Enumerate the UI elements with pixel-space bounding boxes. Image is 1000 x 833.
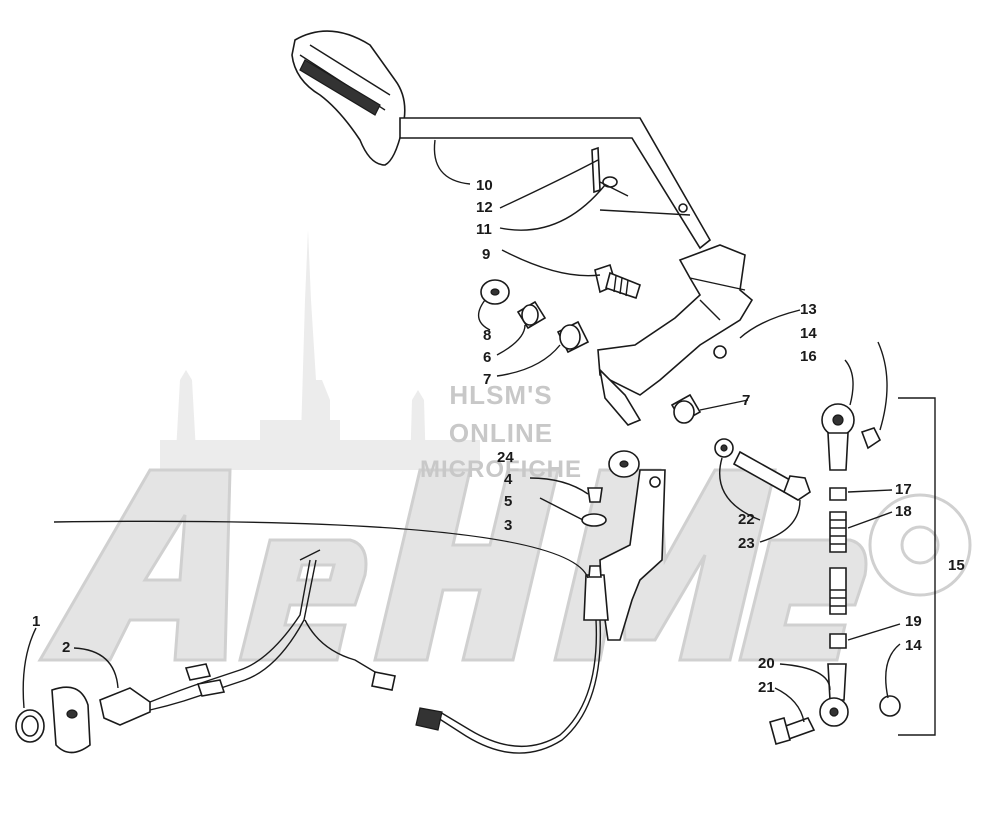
- callout-labels: 1 2 3 4 5 6 7 7 8 9 10 11 12 13 14 14 15…: [32, 177, 965, 696]
- watermark-line3: MICROFICHE: [420, 456, 582, 483]
- brake-switch-harness: [15, 549, 396, 754]
- brake-lever-handle: [291, 30, 712, 250]
- lever-bracket: [597, 244, 754, 426]
- callout-18: 18: [895, 503, 912, 520]
- callout-10: 10: [476, 177, 493, 194]
- skyline-watermark: [160, 230, 480, 470]
- callout-4: 4: [504, 471, 513, 488]
- callout-2: 2: [62, 639, 70, 656]
- leader-lines: [22, 139, 901, 723]
- callout-3: 3: [504, 517, 512, 534]
- watermark-line2: ONLINE: [448, 418, 554, 448]
- callout-16: 16: [800, 348, 817, 365]
- bolt-and-washer: [714, 438, 811, 501]
- callout-19: 19: [905, 613, 922, 630]
- callout-9: 9: [482, 246, 490, 263]
- assembly-bracket-line: [898, 397, 936, 736]
- callout-7b: 7: [742, 392, 750, 409]
- callout-24: 24: [497, 449, 514, 466]
- callout-13: 13: [800, 301, 817, 318]
- callout-14a: 14: [800, 325, 817, 342]
- bolt: [594, 263, 641, 300]
- callout-22: 22: [738, 511, 755, 528]
- washer-bushing-stack: [480, 279, 702, 424]
- callout-8: 8: [483, 327, 491, 344]
- callout-15: 15: [948, 557, 965, 574]
- clevis-pin: [591, 146, 629, 197]
- callout-11: 11: [476, 221, 492, 238]
- callout-23: 23: [738, 535, 755, 552]
- callout-21: 21: [758, 679, 775, 696]
- callout-17: 17: [895, 481, 912, 498]
- callout-12: 12: [476, 199, 493, 216]
- switch-bracket: [415, 450, 666, 754]
- callout-5: 5: [504, 493, 512, 510]
- watermark-line1: HLSM'S: [449, 380, 553, 410]
- callout-6: 6: [483, 349, 491, 366]
- rod-end-assembly: [769, 403, 901, 745]
- callout-20: 20: [758, 655, 775, 672]
- callout-14b: 14: [905, 637, 922, 654]
- callout-7a: 7: [483, 371, 491, 388]
- callout-1: 1: [32, 613, 40, 630]
